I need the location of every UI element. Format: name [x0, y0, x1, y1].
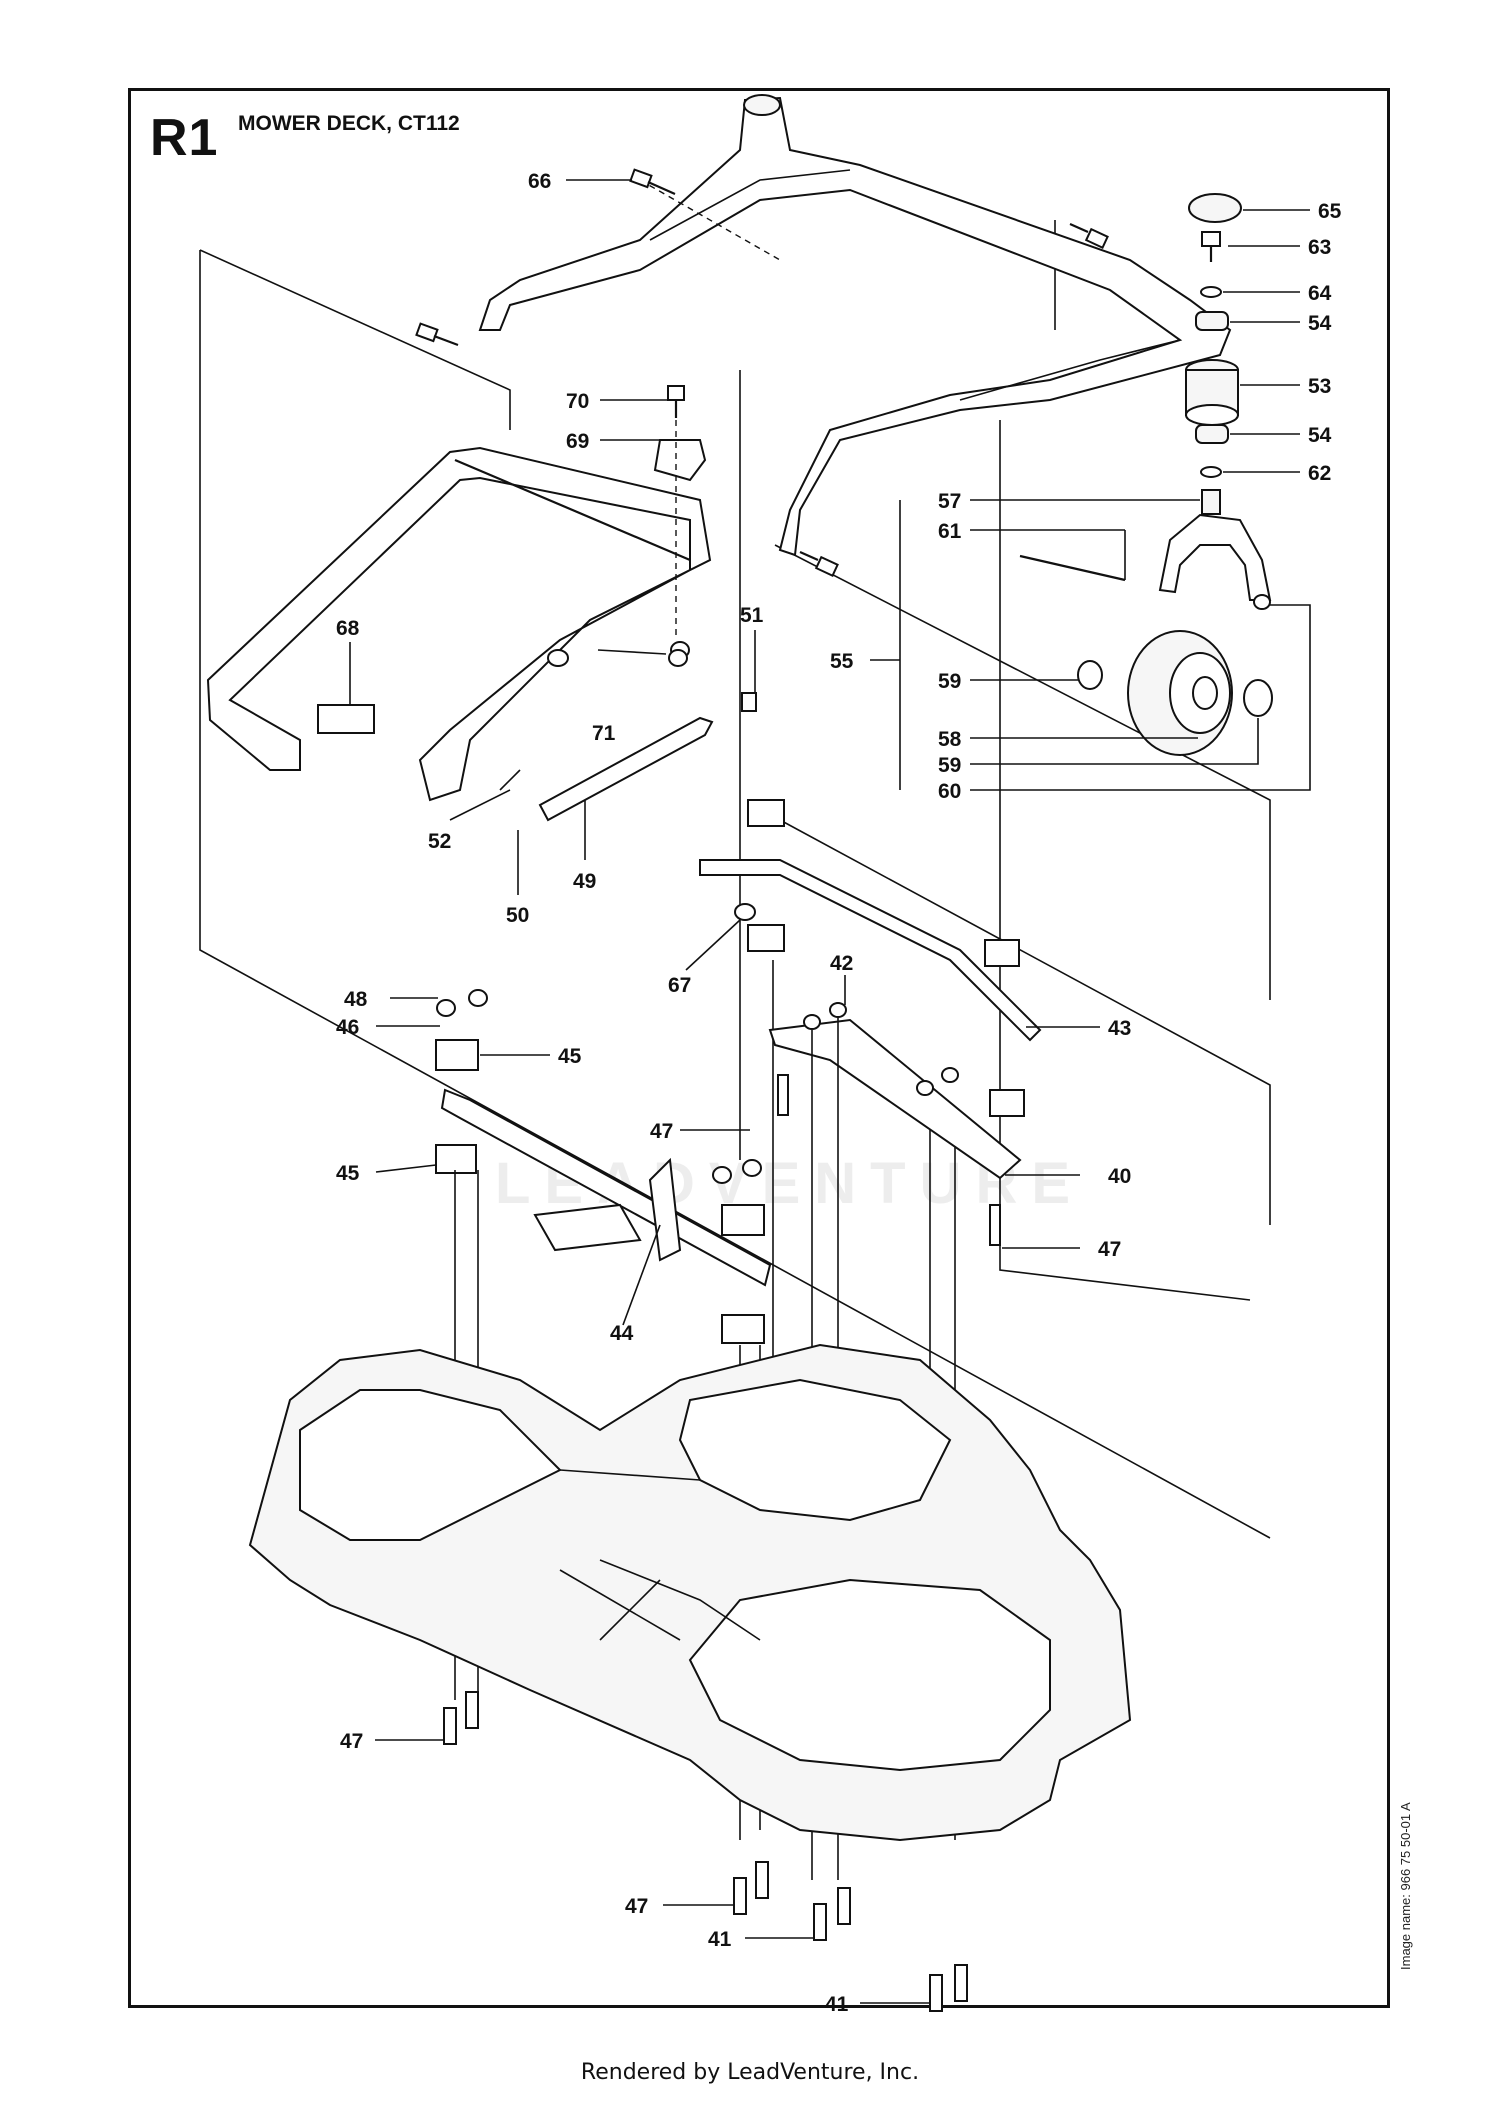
callout-43[interactable]: 43	[1108, 1017, 1131, 1040]
deck-hanger-frame	[478, 94, 1232, 557]
caster-wheel-assembly	[1019, 193, 1273, 756]
callout-71[interactable]: 71	[592, 722, 616, 745]
callout-42[interactable]: 42	[830, 952, 853, 975]
callout-50[interactable]: 50	[506, 904, 529, 927]
callout-52[interactable]: 52	[428, 830, 451, 853]
callout-44[interactable]: 44	[610, 1322, 634, 1345]
callout-40[interactable]: 40	[1108, 1165, 1131, 1188]
callout-47-left[interactable]: 47	[340, 1730, 363, 1753]
callout-55[interactable]: 55	[830, 650, 854, 673]
callout-66[interactable]: 66	[528, 170, 551, 193]
callout-59-upper[interactable]: 59	[938, 670, 961, 693]
callout-59-lower[interactable]: 59	[938, 754, 961, 777]
callout-48[interactable]: 48	[344, 988, 368, 1011]
callout-49[interactable]: 49	[573, 870, 596, 893]
callout-68[interactable]: 68	[336, 617, 360, 640]
callout-53[interactable]: 53	[1308, 375, 1331, 398]
lift-arm-frame	[206, 446, 712, 802]
image-name-label: Image name: 966 75 50-01 A	[1398, 1802, 1413, 1970]
callout-58[interactable]: 58	[938, 728, 962, 751]
callout-47-right[interactable]: 47	[1098, 1238, 1121, 1261]
frame-bolts	[415, 168, 1109, 577]
callout-67[interactable]: 67	[668, 974, 691, 997]
callout-64[interactable]: 64	[1308, 282, 1332, 305]
callout-69[interactable]: 69	[566, 430, 589, 453]
bottom-bolts	[443, 1691, 968, 2012]
sheet-title: MOWER DECK, CT112	[238, 112, 460, 135]
callout-labels: 66 65 63 64 54 53 54 62 70 69 57 61 68 5…	[336, 170, 1342, 2016]
callout-51[interactable]: 51	[740, 604, 764, 627]
callout-leaders	[349, 179, 1311, 2004]
callout-63[interactable]: 63	[1308, 236, 1331, 259]
sheet-id: R1	[150, 109, 219, 167]
callout-61[interactable]: 61	[938, 520, 962, 543]
explode-guide-lines	[199, 220, 1271, 1539]
callout-54-upper[interactable]: 54	[1308, 312, 1332, 335]
callout-54-lower[interactable]: 54	[1308, 424, 1332, 447]
callout-41-lower[interactable]: 41	[825, 1993, 849, 2016]
callout-57[interactable]: 57	[938, 490, 961, 513]
drawing-frame	[128, 88, 1390, 2008]
callout-47-bottom[interactable]: 47	[625, 1895, 648, 1918]
callout-45-lower[interactable]: 45	[336, 1162, 360, 1185]
callout-47-mid[interactable]: 47	[650, 1120, 673, 1143]
footer-credit: Rendered by LeadVenture, Inc.	[580, 2060, 920, 2085]
callout-45-upper[interactable]: 45	[558, 1045, 582, 1068]
mower-deck-shell	[248, 1343, 1132, 1842]
callout-60[interactable]: 60	[938, 780, 961, 803]
callout-62[interactable]: 62	[1308, 462, 1331, 485]
callout-46[interactable]: 46	[336, 1016, 359, 1039]
callout-70[interactable]: 70	[566, 390, 589, 413]
callout-41-upper[interactable]: 41	[708, 1928, 732, 1951]
callout-65[interactable]: 65	[1318, 200, 1342, 223]
bracket-parts	[499, 385, 757, 822]
cross-bar	[768, 1002, 1022, 1880]
